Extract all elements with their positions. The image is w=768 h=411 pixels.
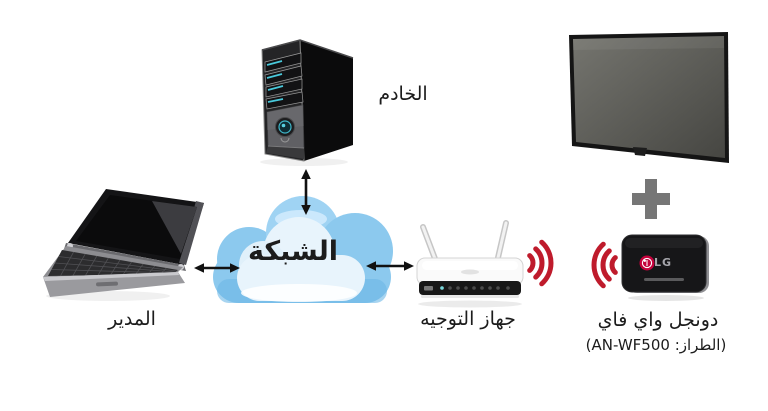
server-label: الخادم (378, 83, 428, 105)
laptop-icon (43, 189, 204, 301)
wireless-router-icon (416, 220, 524, 308)
usb-wifi-dongle-icon (621, 234, 709, 301)
dongle-name-label: دونجل واي فاي (597, 309, 719, 331)
arrow-laptop-cloud-icon (194, 263, 240, 273)
server-tower-icon (260, 39, 354, 166)
lg-brand-label: LG (654, 256, 673, 269)
network-label: الشبكة (248, 236, 338, 267)
router-label: جهاز التوجيه (420, 308, 516, 330)
wifi-waves-left-icon (591, 241, 618, 289)
cloud-icon (213, 196, 393, 303)
wifi-waves-right-icon (527, 239, 554, 287)
arrow-cloud-router-icon (366, 261, 414, 271)
plus-icon (632, 179, 670, 219)
arrow-server-cloud-icon (301, 169, 311, 215)
dongle-model-label: (الطراز: AN-WF500) (585, 336, 727, 354)
tv-display-icon (569, 32, 729, 163)
manager-label: المدير (108, 308, 156, 330)
